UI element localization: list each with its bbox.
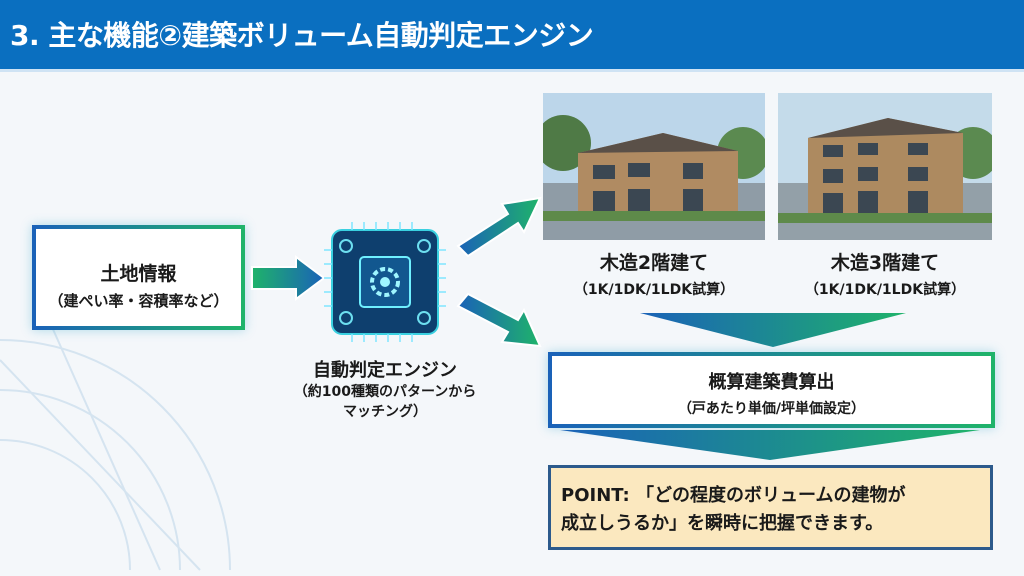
arrow-up-right-icon (456, 196, 542, 258)
down-chevron-icon (640, 313, 906, 347)
land-info-title: 土地情報 (100, 263, 177, 285)
engine-title: 自動判定エンジン (313, 360, 457, 381)
engine-subtitle-1: （約100種類のパターンから (293, 384, 477, 400)
photo-3-story-building (778, 93, 992, 240)
cost-estimate-box: 概算建築費算出 （戸あたり単価/坪単価設定） (548, 352, 995, 428)
point-callout: POINT: 「どの程度のボリュームの建物が 成立しうるか」を瞬時に把握できます… (548, 465, 993, 550)
cost-title: 概算建築費算出 (708, 372, 835, 393)
photo-2-story-building (543, 93, 765, 240)
option-subtitle: （1K/1DK/1LDK試算） (573, 282, 735, 298)
down-chevron-icon (560, 430, 980, 460)
option-subtitle: （1K/1DK/1LDK試算） (804, 282, 966, 298)
point-line-1: POINT: 「どの程度のボリュームの建物が (561, 485, 906, 506)
slide-title: 3. 主な機能②建築ボリューム自動判定エンジン (10, 19, 594, 52)
engine-label: 自動判定エンジン （約100種類のパターンから マッチング） (290, 356, 480, 422)
option-3-story: 木造3階建て （1K/1DK/1LDK試算） (778, 248, 992, 299)
option-title: 木造3階建て (830, 252, 940, 274)
land-info-box: 土地情報 （建ぺい率・容積率など） (32, 225, 245, 330)
point-line-2: 成立しうるか」を瞬時に把握できます。 (561, 513, 884, 534)
background-decoration (0, 300, 231, 571)
option-title: 木造2階建て (599, 252, 709, 274)
arrow-down-right-icon (456, 292, 542, 348)
engine-subtitle-2: マッチング） (343, 404, 427, 420)
slide-header: 3. 主な機能②建築ボリューム自動判定エンジン (0, 0, 1024, 72)
cost-subtitle: （戸あたり単価/坪単価設定） (677, 401, 866, 417)
option-2-story: 木造2階建て （1K/1DK/1LDK試算） (543, 248, 765, 299)
chip-engine-icon (324, 222, 446, 342)
land-info-subtitle: （建ぺい率・容積率など） (48, 292, 229, 310)
arrow-right-icon (251, 255, 326, 301)
